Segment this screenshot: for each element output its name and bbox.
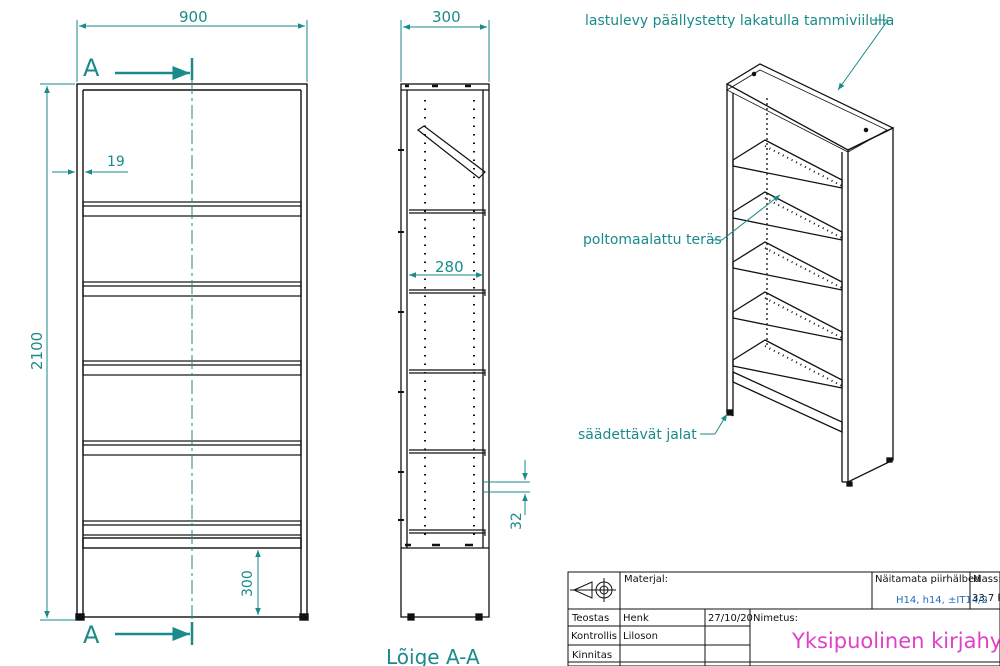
tb-material-label: Materjal: [624, 574, 668, 585]
section-marker-top: A [83, 54, 194, 82]
dimension-height [40, 83, 75, 621]
tb-tolerance-value: H14, h14, ±IT14/2 [896, 595, 988, 606]
dimension-foot-gap-label: 32 [509, 512, 525, 530]
annotation-feet-leader [700, 413, 728, 435]
iso-shelf [732, 241, 843, 291]
iso-foot [726, 409, 733, 416]
dimension-foot-gap [483, 460, 530, 515]
iso-bottom-board [732, 370, 843, 434]
tb-role: Kontrollis [571, 631, 617, 642]
iso-shelf [732, 139, 843, 189]
tb-person: Henk [623, 613, 649, 624]
front-foot-left [75, 613, 85, 621]
isometric-view [725, 63, 895, 487]
tb-person: Liloson [623, 631, 658, 642]
annotation-shelf-material: poltomaalattu teräs [583, 232, 722, 248]
dimension-base-label: 300 [240, 570, 256, 597]
tb-name-label: Nimetus: [753, 613, 798, 624]
title-block [567, 571, 1000, 666]
section-shelf [409, 209, 486, 216]
section-bracket [416, 125, 486, 179]
iso-foot [886, 457, 893, 463]
dimension-height-label: 2100 [28, 332, 46, 370]
projection-symbol-icon [570, 578, 616, 602]
section-foot-back [475, 613, 483, 621]
tb-role: Kinnitas [572, 650, 612, 661]
dimension-width-label: 900 [179, 8, 208, 26]
tb-mass-label: Mass: [973, 574, 1000, 585]
front-foot-right [299, 613, 309, 621]
tb-tolerance-label: Näitamata piirhälbed [875, 574, 980, 585]
iso-top [725, 63, 895, 151]
section-shelf [409, 289, 486, 296]
annotation-feet: säädettävät jalat [578, 427, 697, 443]
section-shelf [409, 529, 486, 536]
section-marker-bottom: A [83, 621, 194, 649]
annotation-board-leader [837, 19, 889, 91]
tb-role: Teostas [571, 613, 609, 624]
section-foot-front [407, 613, 415, 621]
iso-shelf [732, 291, 843, 341]
section-view [398, 83, 490, 621]
annotation-board-material: lastulevy päällystetty lakatulla tammivi… [585, 13, 894, 29]
iso-left-side [726, 84, 734, 417]
iso-foot [846, 481, 853, 487]
section-shelf [409, 449, 486, 456]
section-title: Lõige A-A [386, 645, 480, 666]
dimension-depth-label: 300 [432, 8, 461, 26]
drawing-title: Yksipuolinen kirjahylly [791, 629, 1000, 653]
dimension-inner-depth-label: 280 [435, 258, 464, 276]
section-marker-letter: A [83, 54, 100, 82]
iso-shelf [732, 339, 843, 389]
dimension-width [76, 20, 308, 82]
annotation-shelf-leader [712, 194, 781, 241]
tb-mass-value: 33,7 kg [972, 593, 1000, 604]
dimension-thickness-label: 19 [107, 154, 125, 170]
tb-date: 27/10/20 [708, 613, 753, 624]
section-outline [400, 83, 490, 618]
iso-shelf [732, 191, 843, 241]
iso-right-side [847, 126, 894, 484]
dimension-depth [400, 20, 490, 82]
section-marker-letter: A [83, 621, 100, 649]
front-view [75, 80, 309, 630]
section-shelf [409, 369, 486, 376]
